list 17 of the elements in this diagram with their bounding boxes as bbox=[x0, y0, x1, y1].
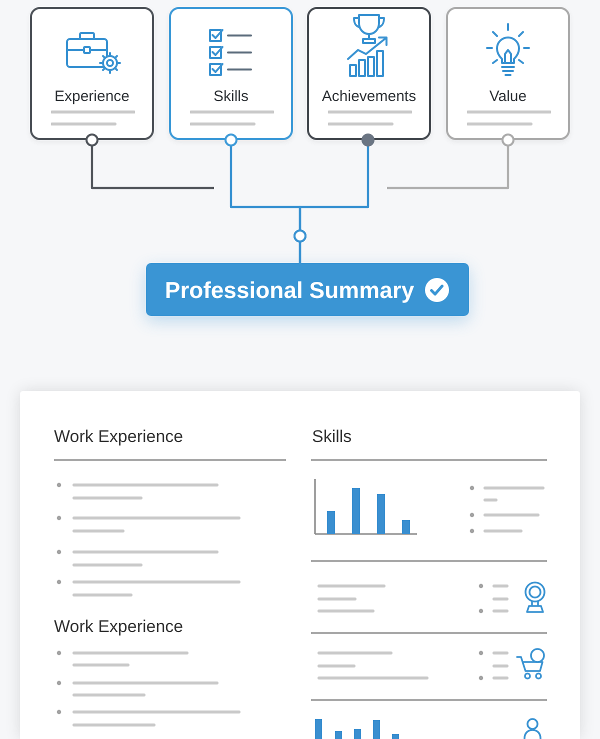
category-card bbox=[30, 7, 154, 140]
category-card bbox=[446, 7, 570, 140]
resume-document bbox=[20, 391, 580, 739]
summary-banner bbox=[146, 263, 469, 316]
connector-line bbox=[86, 134, 214, 190]
card-title: Skills bbox=[214, 88, 248, 106]
card-title: Value bbox=[489, 88, 527, 106]
category-card bbox=[307, 7, 431, 140]
card-title: Experience bbox=[54, 88, 130, 106]
section-heading: Work Experience bbox=[54, 617, 184, 637]
connector-line bbox=[387, 134, 514, 190]
banner-title: Professional Summary bbox=[164, 276, 414, 304]
category-card bbox=[169, 7, 293, 140]
connector-line bbox=[294, 134, 374, 263]
section-heading: Work Experience bbox=[54, 427, 184, 447]
card-title: Achievements bbox=[322, 88, 416, 106]
section-heading: Skills bbox=[312, 427, 352, 447]
